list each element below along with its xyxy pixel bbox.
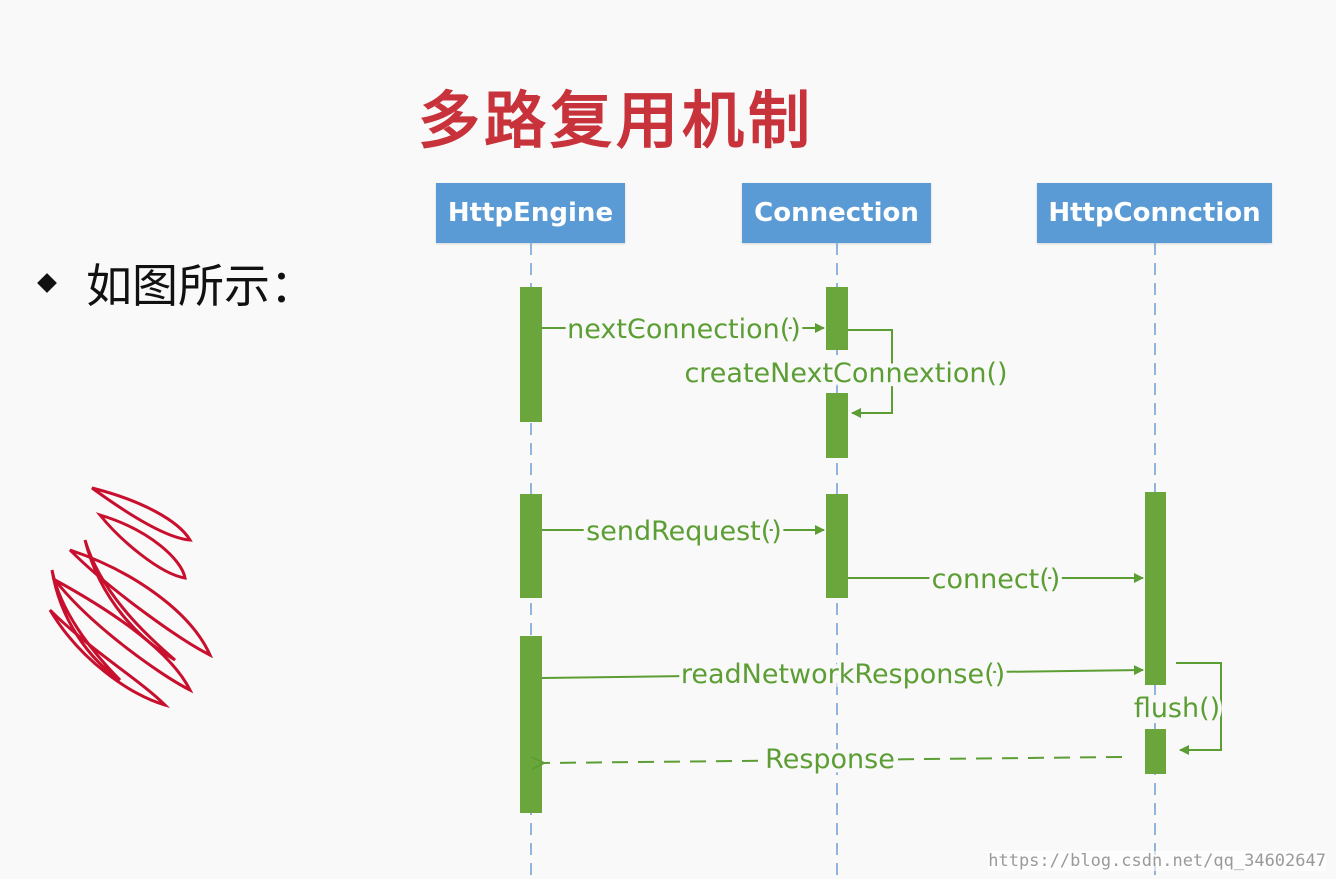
message-label-flush: flush(): [1134, 693, 1220, 724]
message-label-connect: connect(): [932, 564, 1061, 595]
message-label-response: Response: [765, 744, 895, 775]
message-label-send-request: sendRequest(): [586, 516, 782, 547]
activation-bar: [826, 287, 848, 350]
message-arrow-response: [544, 756, 1123, 763]
activation-bar: [826, 494, 848, 598]
watermark: https://blog.csdn.net/qq_34602647: [988, 851, 1326, 871]
activation-bar: [520, 636, 542, 813]
message-label-next-connection: nextConnection(): [567, 314, 801, 345]
activation-bar: [826, 393, 848, 458]
lane-header-connection: Connection: [742, 183, 931, 243]
message-arrow-create-next-connextion: [848, 329, 893, 418]
lane-header-engine: HttpEngine: [436, 183, 625, 243]
red-swirl-logo: [48, 486, 214, 709]
activation-bar: [1145, 492, 1166, 685]
message-label-read-network-response: readNetworkResponse(): [681, 659, 1005, 690]
lane-header-httpconnection: HttpConnction: [1037, 183, 1272, 243]
bullet-row: 如图所示：: [37, 250, 316, 316]
message-arrow-flush: [1176, 662, 1222, 755]
activation-bar: [1145, 729, 1166, 774]
bullet-text: 如图所示：: [86, 259, 316, 313]
message-label-create-next-connextion: createNextConnextion(): [684, 358, 1007, 389]
message-arrow-read-network-response: [541, 665, 1144, 679]
activation-bar: [520, 287, 542, 422]
page-title: 多路复用机制: [418, 84, 815, 157]
activation-bar: [520, 494, 542, 598]
